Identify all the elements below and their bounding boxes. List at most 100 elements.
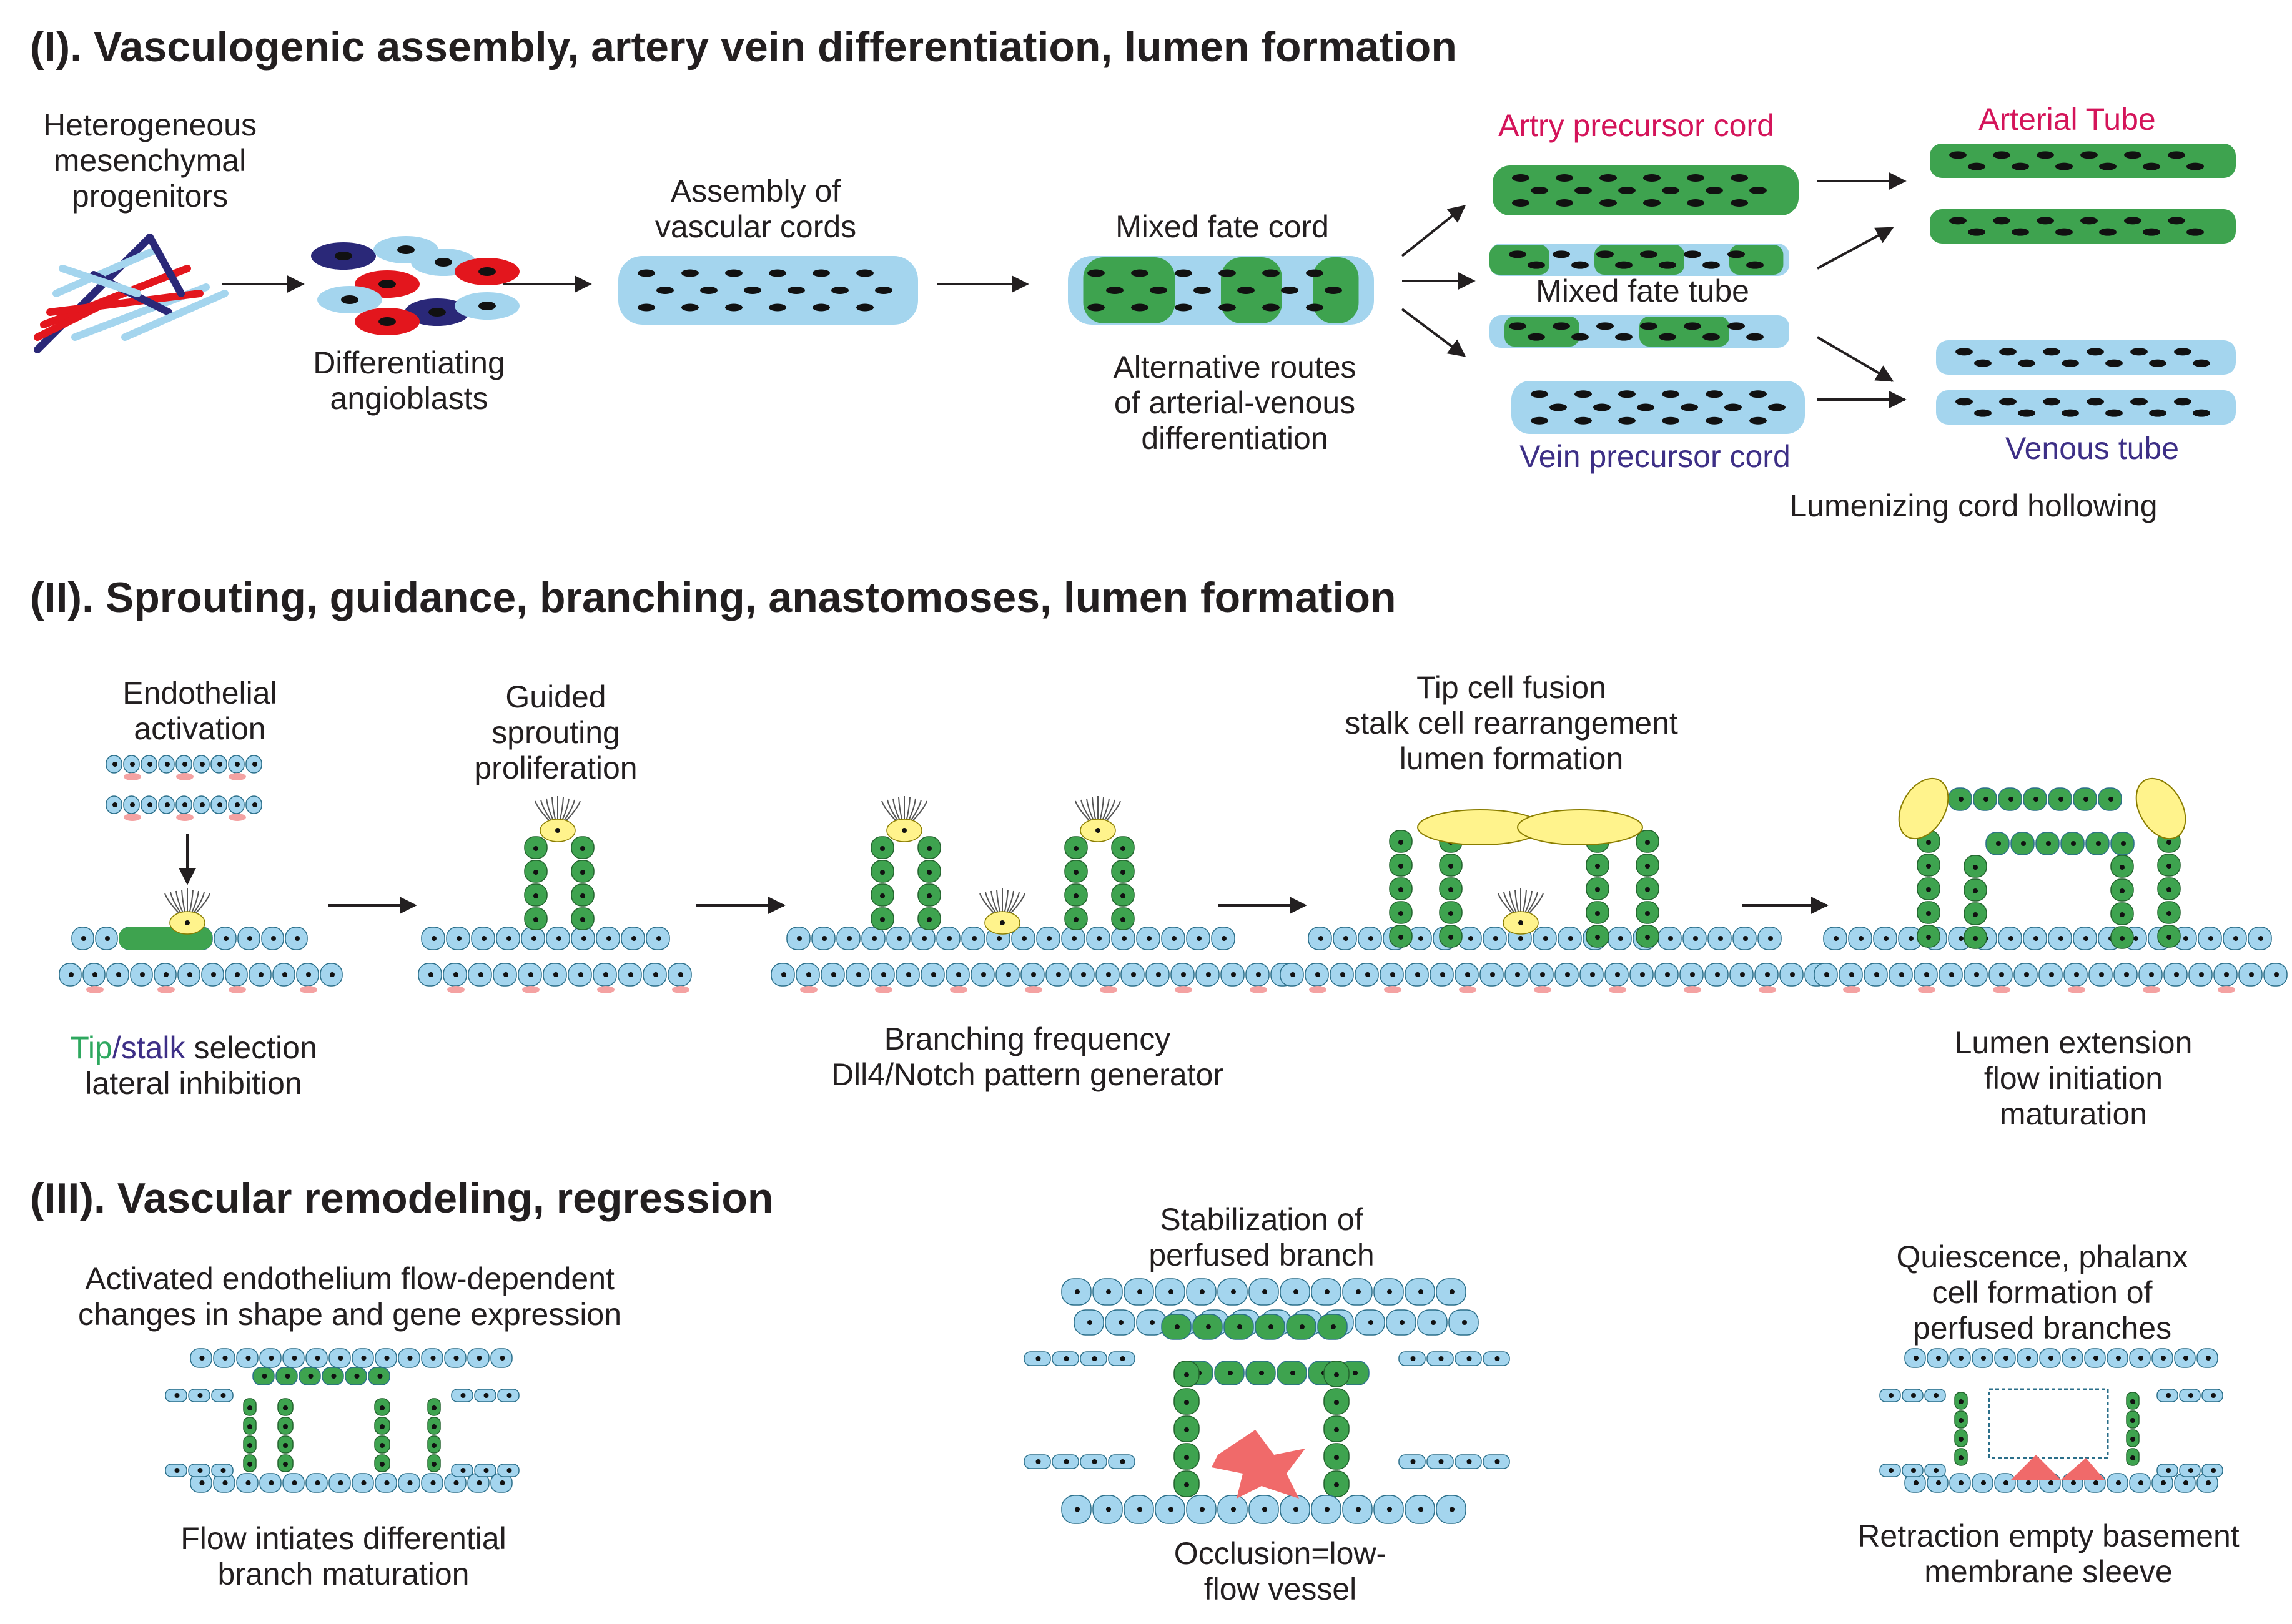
nucleus (797, 936, 802, 941)
nucleus (2026, 1356, 2031, 1361)
nucleus (378, 280, 396, 288)
nucleus (2087, 398, 2104, 406)
stage5-column-4 (2157, 830, 2181, 948)
progenitor-cell (46, 290, 204, 316)
nucleus (1824, 972, 1829, 977)
nucleus (220, 1393, 226, 1398)
nucleus (1974, 359, 1992, 367)
nucleus (2024, 972, 2029, 977)
nucleus (140, 972, 145, 977)
stabilization-line-2: perfused branch (1148, 1238, 1375, 1272)
nucleus (1531, 390, 1548, 398)
nucleus (105, 936, 110, 941)
nucleus (2233, 936, 2238, 941)
nucleus (1095, 828, 1100, 833)
pericyte (1250, 986, 1267, 993)
nucleus (1000, 920, 1005, 925)
nucleus (2130, 1437, 2135, 1442)
nucleus (2149, 409, 2166, 417)
nucleus (478, 972, 483, 977)
pericyte (875, 986, 892, 993)
nucleus (1702, 333, 1720, 341)
nucleus (308, 1374, 314, 1379)
panel-1-title: (I). Vasculogenic assembly, artery vein … (30, 23, 1457, 71)
nucleus (1490, 972, 1495, 977)
nucleus (2120, 865, 2125, 870)
stabilization-bottom-row (1061, 1495, 1466, 1524)
nucleus (112, 802, 117, 807)
stabilization-left-arm-top (1024, 1351, 1135, 1366)
stage5-bridge-top (1948, 787, 2122, 811)
nucleus (2161, 1356, 2166, 1361)
pericyte (124, 773, 141, 780)
nucleus (197, 1393, 203, 1398)
nucleus (897, 936, 902, 941)
nucleus (2108, 797, 2113, 802)
nucleus (813, 269, 830, 277)
nucleus (1293, 1289, 1298, 1294)
nucleus (380, 1424, 385, 1429)
pericyte (800, 986, 818, 993)
nucleus (2130, 1399, 2135, 1404)
nucleus (2186, 162, 2204, 170)
nucleus (781, 972, 786, 977)
pericyte (1175, 986, 1192, 993)
nucleus (407, 1356, 413, 1361)
remodel-left-arm-bottom (1879, 1464, 1946, 1477)
nucleus (881, 972, 886, 977)
filopodium (1103, 799, 1115, 822)
lumen-ext-line-2: flow initiation (1983, 1061, 2163, 1096)
nucleus (1398, 887, 1403, 892)
nucleus (2043, 398, 2060, 406)
activated-line-2: changes in shape and gene expression (77, 1297, 622, 1332)
nucleus (1518, 936, 1523, 941)
nucleus (1137, 1507, 1142, 1512)
label-angioblasts: Differentiating angioblasts (284, 345, 534, 416)
nucleus (1528, 261, 1545, 269)
nucleus (292, 1480, 297, 1485)
nucleus (2124, 217, 2141, 225)
stage3-sprout-2-left (1064, 836, 1088, 930)
nucleus (1955, 348, 1973, 356)
nucleus (92, 972, 97, 977)
nucleus (1168, 1507, 1173, 1512)
nucleus (1440, 972, 1445, 977)
nucleus (1200, 1507, 1205, 1512)
nucleus (116, 972, 121, 977)
quiescent-right-column (2126, 1392, 2140, 1466)
nucleus (217, 802, 222, 807)
nucleus (283, 1462, 288, 1467)
guided-line-1: Guided (505, 679, 606, 714)
nucleus (1448, 864, 1453, 869)
nucleus (1973, 888, 1978, 893)
progenitor-cell (34, 296, 116, 341)
label-venous-tube: Venous tube (2005, 431, 2180, 466)
nucleus (211, 972, 216, 977)
nucleus (2037, 151, 2054, 159)
nucleus (377, 1374, 383, 1379)
alt-routes-line-3: differentiation (1141, 421, 1328, 456)
nucleus (1262, 303, 1280, 312)
nucleus (1237, 287, 1255, 294)
stage3-bottom-row (771, 963, 1295, 993)
nucleus (1150, 1320, 1155, 1325)
nucleus (187, 972, 192, 977)
alt-routes-line-2: of arterial-venous (1114, 385, 1356, 420)
nucleus (2174, 972, 2179, 977)
nucleus (306, 972, 311, 977)
label-vascular-cords: Assembly of vascular cords (631, 174, 881, 245)
nucleus (503, 972, 508, 977)
nucleus (656, 287, 674, 294)
filopodium (192, 892, 205, 915)
nucleus (1934, 1468, 1939, 1473)
nucleus (533, 917, 538, 922)
nucleus (1727, 250, 1745, 258)
nucleus (1973, 912, 1978, 917)
nucleus (1765, 972, 1770, 977)
nucleus (1465, 972, 1470, 977)
nucleus (283, 1405, 288, 1410)
nucleus (2133, 936, 2138, 941)
nucleus (2008, 797, 2013, 802)
nucleus (2208, 936, 2213, 941)
nucleus (2093, 1480, 2098, 1485)
